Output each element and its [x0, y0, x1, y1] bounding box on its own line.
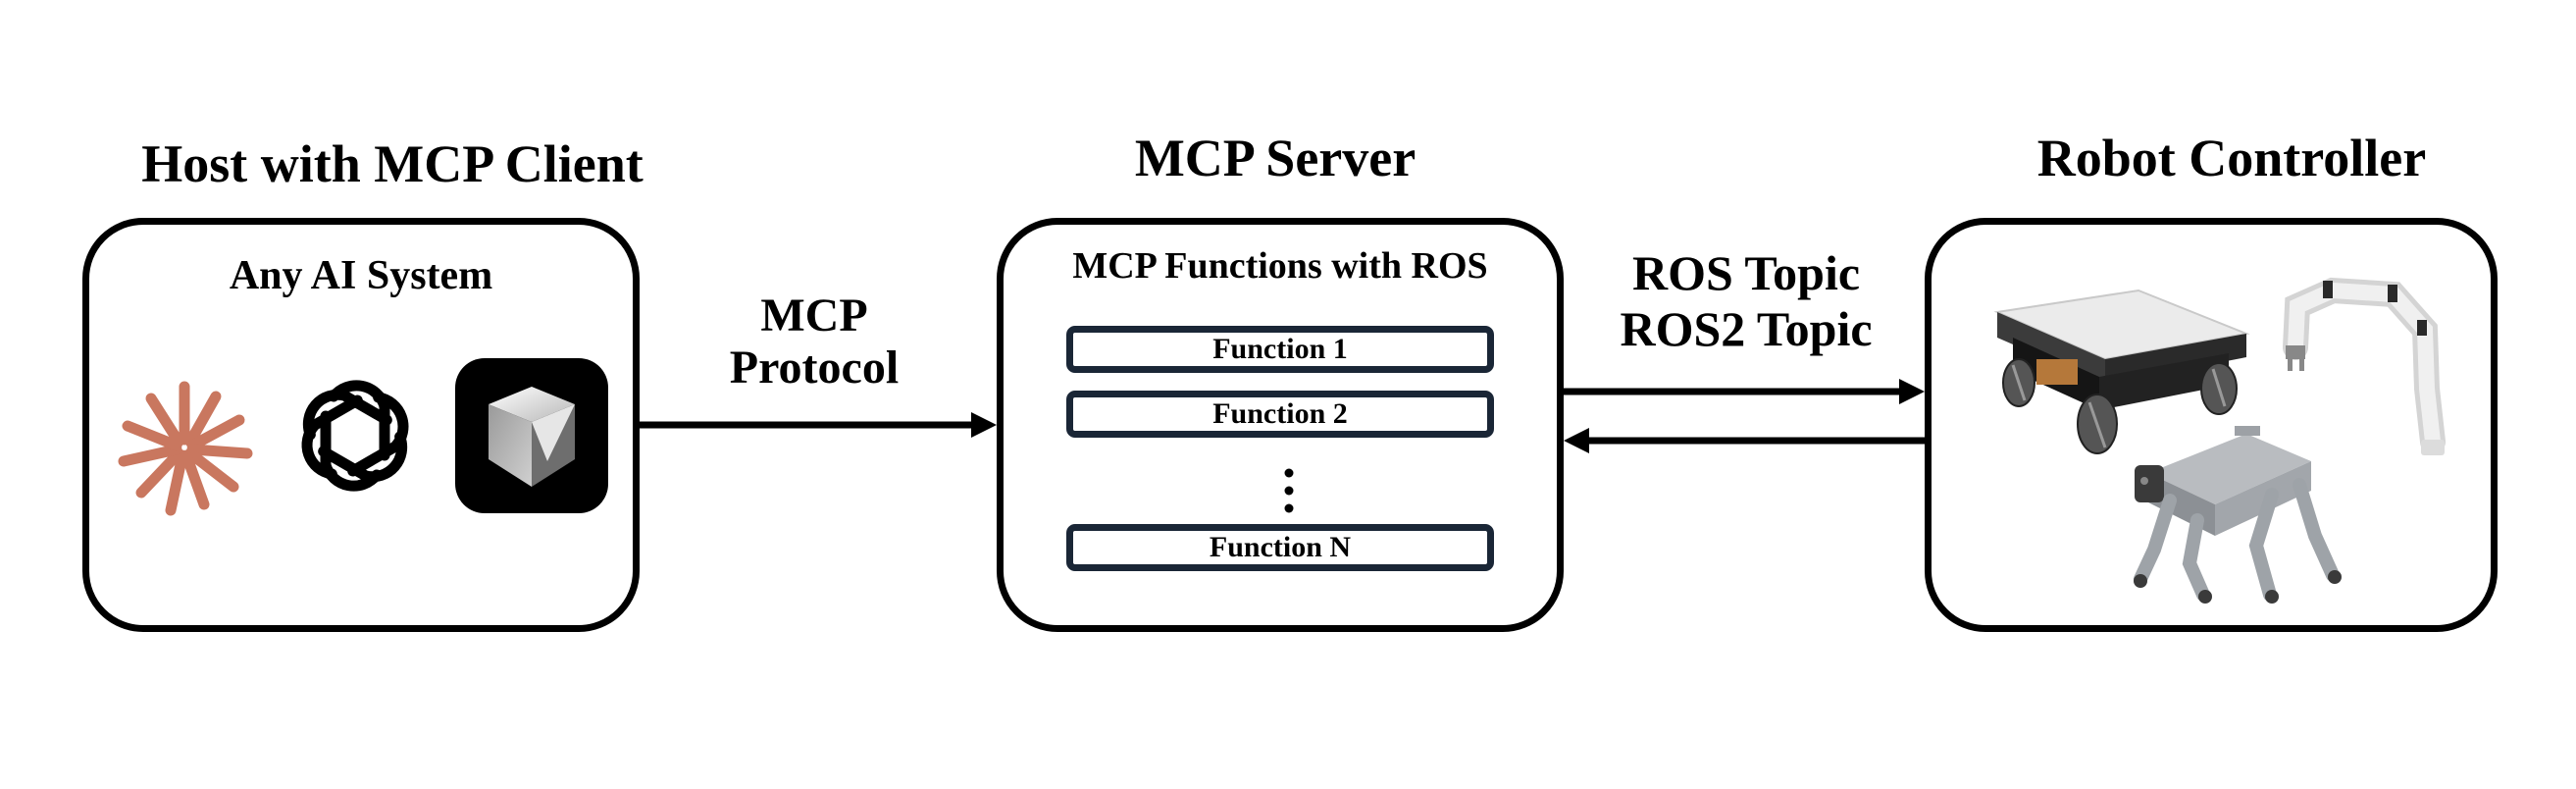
robot-panel: [1925, 218, 2498, 632]
mcp-protocol-line1: MCP: [760, 289, 868, 342]
mcp-protocol-line2: Protocol: [729, 341, 900, 394]
ros-topic-line1: ROS Topic: [1631, 245, 1861, 300]
function-1-box: Function 1: [1066, 326, 1494, 373]
mcp-protocol-label: MCP Protocol: [687, 289, 942, 394]
server-heading: MCP Server: [1134, 129, 1417, 187]
function-n-box: Function N: [1066, 524, 1494, 571]
function-2-box: Function 2: [1066, 391, 1494, 438]
ros-topic-label: ROS Topic ROS2 Topic: [1570, 245, 1923, 357]
ros-topic-line2: ROS2 Topic: [1620, 301, 1873, 356]
server-subheading: MCP Functions with ROS: [1072, 245, 1488, 287]
robot-heading: Robot Controller: [2036, 129, 2427, 187]
host-subheading: Any AI System: [229, 253, 493, 298]
host-heading: Host with MCP Client: [141, 134, 644, 193]
server-panel: [997, 218, 1564, 632]
